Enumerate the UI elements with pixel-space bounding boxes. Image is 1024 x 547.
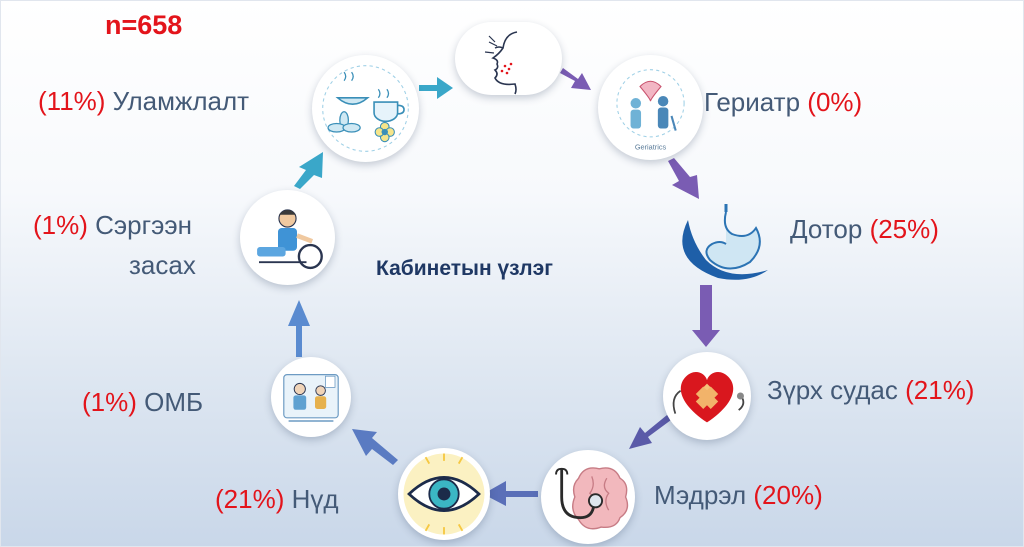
percent-internal: (25%) (869, 214, 939, 244)
arrow-neuro-to-eye (483, 481, 538, 506)
name-ent: ОМБ (144, 387, 204, 417)
node-dermatology (455, 22, 562, 95)
label-rehabilitation: (1%) Сэргээн засах (33, 205, 196, 285)
rehabilitation-icon (257, 209, 323, 270)
brain-stethoscope-icon (555, 467, 629, 530)
node-cardiology (663, 352, 751, 440)
percent-ent: (1%) (82, 387, 137, 417)
geriatrics-icon: Geriatrics (616, 69, 685, 152)
ent-team-icon (283, 374, 339, 422)
name-neurology: Мэдрэл (654, 480, 747, 510)
arrow-derm-to-geriatric (560, 68, 591, 90)
node-neurology (541, 450, 635, 544)
name-rehabilitation: Сэргээн (95, 210, 193, 240)
name-herbal: Уламжлалт (112, 86, 250, 116)
sample-size: n=658 (105, 10, 183, 40)
node-ent (271, 357, 351, 437)
arrow-eye-to-ent (352, 429, 398, 465)
arrow-cardio-to-neuro (629, 415, 671, 449)
percent-herbal: (11%) (38, 86, 106, 116)
percent-rehabilitation: (1%) (33, 210, 88, 240)
percent-cardiology: (21%) (905, 375, 975, 405)
label-ent: (1%) ОМБ (82, 387, 203, 418)
arrow-ent-to-rehab (288, 300, 310, 357)
node-ophthalmology (398, 448, 490, 540)
name-geriatric: Гериатр (704, 87, 801, 117)
dermatology-face-icon (484, 31, 518, 95)
center-title: Кабинетын үзлэг (376, 257, 553, 280)
percent-neurology: (20%) (753, 480, 823, 510)
eye-icon (403, 453, 485, 535)
label-neurology: Мэдрэл (20%) (654, 480, 823, 511)
node-herbal (312, 55, 419, 162)
stomach-icon (682, 204, 768, 280)
label-ophthalmology: (21%) Нүд (215, 484, 339, 515)
herbal-medicine-icon (322, 65, 409, 152)
label-internal: Дотор (25%) (790, 214, 939, 245)
node-internal (668, 200, 778, 285)
node-geriatric: Geriatrics (598, 55, 703, 160)
percent-ophthalmology: (21%) (215, 484, 285, 514)
heart-icon (672, 372, 745, 423)
label-geriatric: Гериатр (0%) (704, 87, 862, 118)
arrow-internal-to-cardio (692, 285, 720, 347)
arrow-herbal-to-derm (419, 77, 453, 99)
label-herbal: (11%) Уламжлалт (38, 86, 249, 117)
arrow-rehab-to-herbal (294, 152, 323, 189)
name-cardiology: Зүрх судас (767, 375, 898, 405)
node-rehabilitation (240, 190, 335, 285)
name-ophthalmology: Нүд (291, 484, 339, 514)
label-cardiology: Зүрх судас (21%) (767, 375, 974, 406)
name-rehabilitation-line2: засах (129, 250, 196, 280)
geriatrics-caption: Geriatrics (635, 143, 667, 152)
arrow-geriatric-to-internal (668, 158, 699, 199)
percent-geriatric: (0%) (807, 87, 863, 117)
name-internal: Дотор (790, 214, 863, 244)
